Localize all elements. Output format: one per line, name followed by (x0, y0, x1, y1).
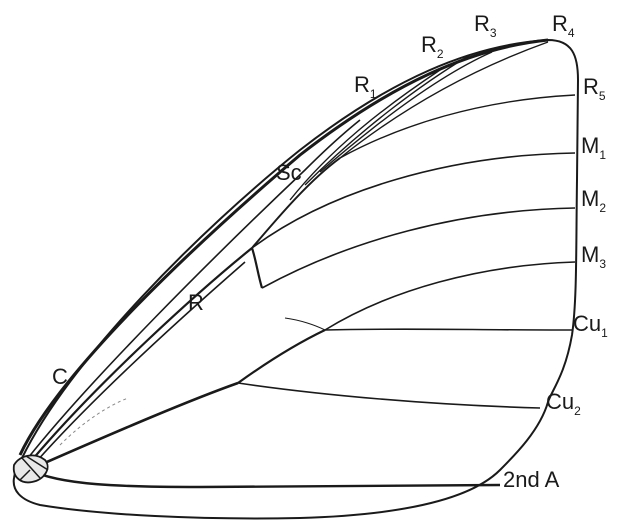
label-2nd-a: 2nd A (503, 467, 560, 492)
vein-r-stem-inner (35, 261, 246, 463)
vein-r3 (319, 51, 493, 173)
label-sc: Sc (276, 160, 302, 185)
vein-2nd-a (29, 468, 501, 489)
vein-cell-faint (284, 317, 326, 331)
vein-discocellular (250, 247, 264, 289)
vein-c (18, 38, 549, 456)
label-c: C (52, 364, 68, 389)
vein-r-upper (251, 157, 341, 249)
label-r2: R2 (421, 32, 444, 61)
vein-cu-stem-2 (237, 329, 326, 384)
label-cu2: Cu2 (546, 389, 581, 418)
vein-m2 (261, 207, 576, 289)
vein-faint-dash (59, 397, 129, 446)
vein-r5 (339, 94, 576, 159)
label-m1: M1 (581, 133, 606, 162)
label-m3: M3 (581, 242, 606, 271)
vein-cu-stem (39, 381, 239, 467)
wing-base (12, 454, 49, 484)
vein-r1 (289, 69, 441, 201)
vein-r4 (339, 41, 549, 159)
vein-sc (27, 119, 361, 459)
vein-cu2 (237, 382, 541, 409)
label-m2: M2 (581, 186, 606, 215)
vein-m3 (324, 261, 576, 331)
wing-base-lines (19, 455, 49, 481)
vein-r2 (304, 54, 471, 186)
label-r3: R3 (474, 11, 497, 40)
label-r1: R1 (354, 72, 377, 101)
label-r: R (188, 290, 204, 315)
wing-outline (12, 38, 580, 520)
label-cu1: Cu1 (573, 311, 608, 340)
vein-m1 (251, 152, 576, 249)
vein-cu1 (324, 328, 573, 331)
vein-r-stem (31, 247, 253, 461)
label-r4: R4 (552, 11, 575, 40)
label-r5: R5 (583, 74, 606, 103)
